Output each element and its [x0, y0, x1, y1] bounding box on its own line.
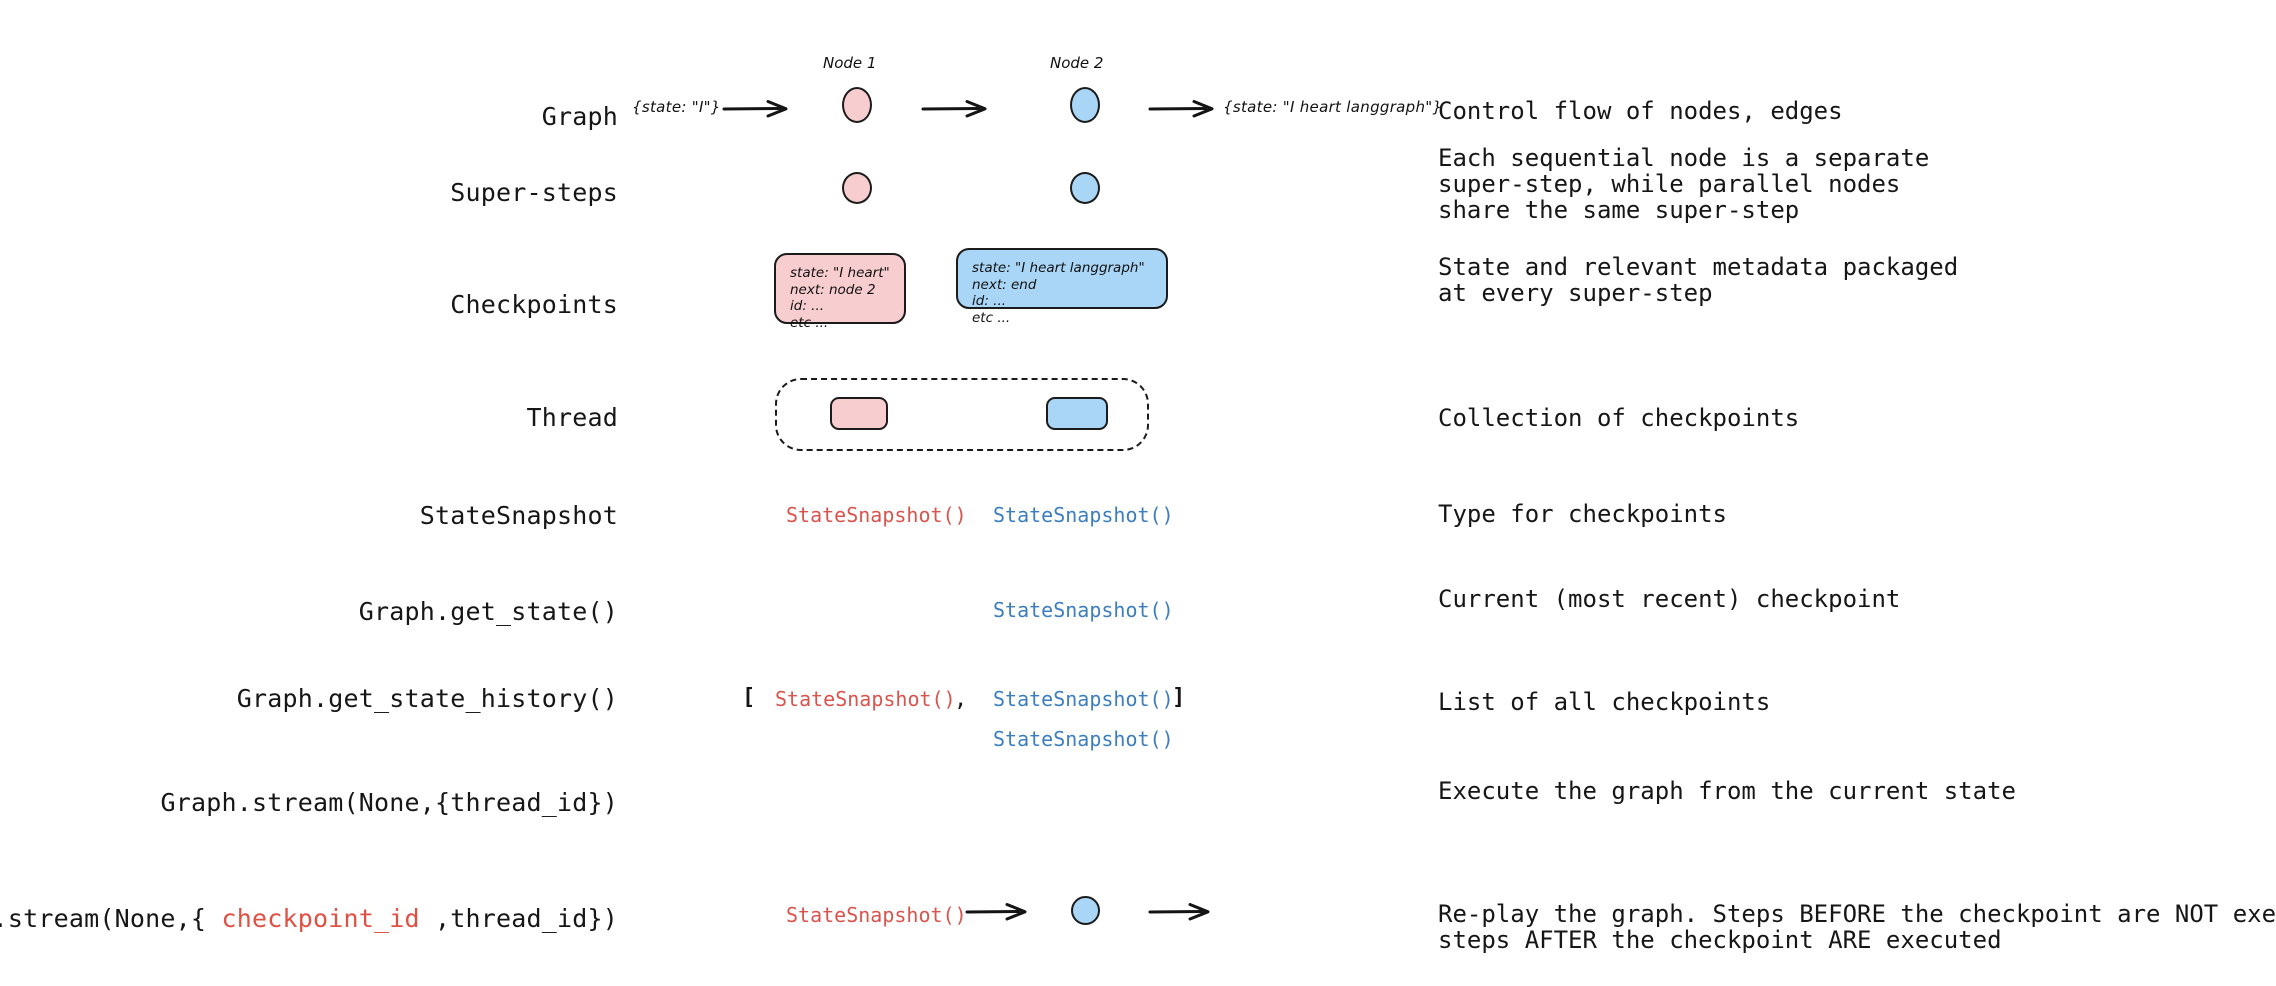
row-label-thread: Thread	[526, 403, 618, 432]
history-separator: ,	[954, 687, 968, 712]
checkpoint-pink-line-1: state: "I heart"	[790, 265, 890, 281]
arrow-node1-to-node2	[921, 100, 987, 118]
row-label-checkpoints: Checkpoints	[450, 290, 618, 319]
row-label-statesnapshot: StateSnapshot	[419, 501, 618, 530]
row-label-graph: Graph	[541, 102, 618, 131]
arrow-input-to-node1	[722, 100, 788, 118]
arrow-node2-to-output	[1148, 100, 1214, 118]
row-label-column: Graph Super-steps Checkpoints Thread Sta…	[0, 0, 618, 986]
description-column: Control flow of nodes, edges Each sequen…	[1438, 0, 2276, 986]
stream-suffix-text: ,thread_id})	[419, 904, 618, 933]
diagram-column: Node 1 Node 2 {state: "I"} {state: "I he…	[618, 0, 1442, 986]
history-snapshot-token-blue: StateSnapshot()	[993, 687, 1174, 711]
description-graph: Control flow of nodes, edges	[1438, 97, 1843, 125]
input-state-label: {state: "I"}	[632, 98, 721, 116]
description-statesnapshot: Type for checkpoints	[1438, 500, 1727, 528]
checkpoint-blue-line-2: next: end	[972, 276, 1037, 293]
statesnapshot-token-pink: StateSnapshot()	[786, 503, 967, 527]
checkpoint-pink-line-4: etc ...	[790, 314, 829, 331]
graph-node-2	[1070, 87, 1100, 123]
description-super-steps: Each sequential node is a separate super…	[1438, 144, 1930, 224]
checkpoint-card-pink: state: "I heart" next: node 2 id: ... et…	[774, 253, 906, 331]
replay-node-2	[1071, 896, 1100, 925]
checkpoint-blue-line-3: id: ...	[972, 293, 1007, 309]
super-step-node-2	[1070, 172, 1100, 204]
node-2-label: Node 2	[1050, 54, 1104, 72]
description-checkpoints: State and relevant metadata packaged at …	[1438, 253, 1959, 307]
checkpoint-pink-line-3: id: ...	[790, 298, 825, 314]
checkpoint-card-blue: state: "I heart langgraph" next: end id:…	[956, 248, 1168, 326]
row-label-super-steps: Super-steps	[450, 178, 618, 207]
arrow-replay-node-to-end	[1148, 903, 1210, 921]
output-state-label: {state: "I heart langgraph"}	[1223, 98, 1443, 116]
replay-snapshot-token: StateSnapshot()	[786, 903, 967, 927]
thread-checkpoint-blue	[1046, 397, 1108, 430]
arrow-replay-snapshot-to-node	[965, 903, 1027, 921]
row-label-get-state: Graph.get_state()	[358, 597, 618, 626]
super-step-node-1	[842, 172, 872, 204]
graph-node-1	[842, 87, 872, 123]
row-label-get-state-history: Graph.get_state_history()	[236, 684, 618, 713]
history-open-bracket: [	[742, 685, 756, 710]
description-get-state-history: List of all checkpoints	[1438, 688, 1771, 716]
row-label-stream-checkpoint: Graph.stream(None,{ checkpoint_id ,threa…	[0, 906, 618, 931]
get-state-snapshot-token: StateSnapshot()	[993, 598, 1174, 622]
description-thread: Collection of checkpoints	[1438, 404, 1800, 432]
stream-prefix-text: Graph.stream(None,{	[0, 904, 207, 933]
description-stream-thread: Execute the graph from the current state	[1438, 777, 2016, 805]
thread-checkpoint-pink	[830, 397, 888, 430]
row-label-stream-thread: Graph.stream(None,{thread_id})	[160, 788, 618, 817]
checkpoint-pink-line-2: next: node 2	[790, 281, 876, 298]
description-get-state: Current (most recent) checkpoint	[1438, 585, 1901, 613]
statesnapshot-token-blue: StateSnapshot()	[993, 503, 1174, 527]
description-stream-checkpoint: Re-play the graph. Steps BEFORE the chec…	[1438, 900, 2276, 954]
checkpoint-id-keyword: checkpoint_id	[221, 904, 420, 933]
history-close-bracket: ]	[1172, 685, 1186, 710]
thread-dashed-container	[775, 378, 1149, 451]
stream-thread-snapshot-token: StateSnapshot()	[993, 727, 1174, 751]
checkpoint-blue-line-4: etc ...	[972, 309, 1011, 326]
checkpoint-blue-line-1: state: "I heart langgraph"	[972, 260, 1145, 276]
node-1-label: Node 1	[823, 54, 877, 72]
history-snapshot-token-pink: StateSnapshot()	[775, 687, 956, 711]
